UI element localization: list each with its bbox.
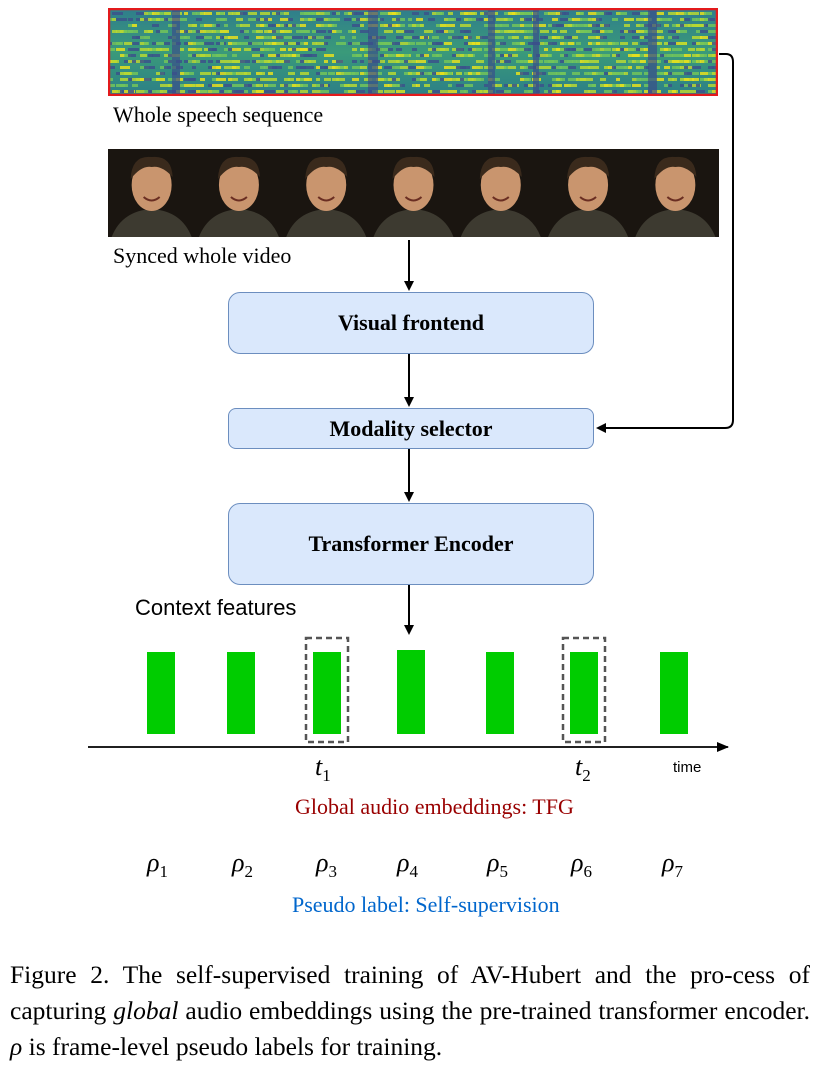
video-frame	[460, 156, 541, 237]
caption-rho: ρ	[10, 1032, 23, 1061]
rho-label: ρ1	[147, 848, 168, 882]
rho-label: ρ5	[487, 848, 508, 882]
context-feature-bar	[397, 650, 425, 734]
rho-symbol: ρ	[571, 848, 584, 877]
rho-symbol: ρ	[147, 848, 160, 877]
rho-symbol: ρ	[232, 848, 245, 877]
figure-caption: Figure 2. The self-supervised training o…	[10, 957, 810, 1065]
caption-suffix: audio embeddings using the pre-trained t…	[178, 996, 810, 1025]
rho-symbol: ρ	[397, 848, 410, 877]
modality-selector-box: Modality selector	[228, 408, 594, 449]
global-audio-label: Global audio embeddings: TFG	[295, 794, 574, 819]
rho-label: ρ3	[316, 848, 337, 882]
context-feature-bar	[147, 652, 175, 734]
video-frame	[198, 156, 279, 237]
time-label: time	[673, 759, 702, 776]
context-feature-bar	[486, 652, 514, 734]
rho-subscript: 5	[499, 862, 508, 882]
rho-subscript: 1	[159, 862, 168, 882]
video-frame	[111, 156, 192, 237]
context-feature-bar	[313, 652, 341, 734]
rho-label: ρ2	[232, 848, 253, 882]
flow-arrows	[404, 53, 734, 635]
rho-symbol: ρ	[316, 848, 329, 877]
t2-label: t2	[575, 752, 591, 786]
highlight-dashed-box	[561, 636, 607, 744]
rho-subscript: 4	[409, 862, 418, 882]
video-frame	[635, 156, 716, 237]
transformer-encoder-box: Transformer Encoder	[228, 503, 594, 585]
feature-timeline	[88, 636, 729, 752]
rho-subscript: 6	[583, 862, 592, 882]
context-feature-bar	[227, 652, 255, 734]
t2-letter: t	[575, 752, 583, 781]
video-frame	[548, 156, 629, 237]
rho-subscript: 3	[328, 862, 337, 882]
t1-letter: t	[315, 752, 323, 781]
t1-label: t1	[315, 752, 331, 786]
t2-sub: 2	[582, 766, 591, 786]
video-frames	[108, 149, 719, 237]
rho-subscript: 7	[674, 862, 683, 882]
caption-emphasis: global	[113, 996, 179, 1025]
speech-spectrogram	[107, 7, 727, 97]
rho-symbol: ρ	[662, 848, 675, 877]
context-feature-bar	[570, 652, 598, 734]
video-frame	[286, 156, 367, 237]
rho-label: ρ7	[662, 848, 683, 882]
rho-label: ρ6	[571, 848, 592, 882]
rho-symbol: ρ	[487, 848, 500, 877]
arrow-audio-to-selector	[596, 53, 734, 433]
pseudo-label: Pseudo label: Self-supervision	[292, 892, 560, 917]
visual-frontend-box: Visual frontend	[228, 292, 594, 354]
context-feature-bar	[660, 652, 688, 734]
rho-label: ρ4	[397, 848, 418, 882]
rho-subscript: 2	[244, 862, 253, 882]
context-features-label: Context features	[135, 595, 297, 620]
caption-end: is frame-level pseudo labels for trainin…	[22, 1032, 443, 1061]
t1-sub: 1	[322, 766, 331, 786]
video-label: Synced whole video	[113, 243, 292, 268]
highlight-dashed-box	[304, 636, 350, 744]
spectrogram-label: Whole speech sequence	[113, 102, 324, 127]
caption-prefix: Figure 2. The self-supervised training o…	[10, 960, 810, 1025]
video-frame	[373, 156, 454, 237]
